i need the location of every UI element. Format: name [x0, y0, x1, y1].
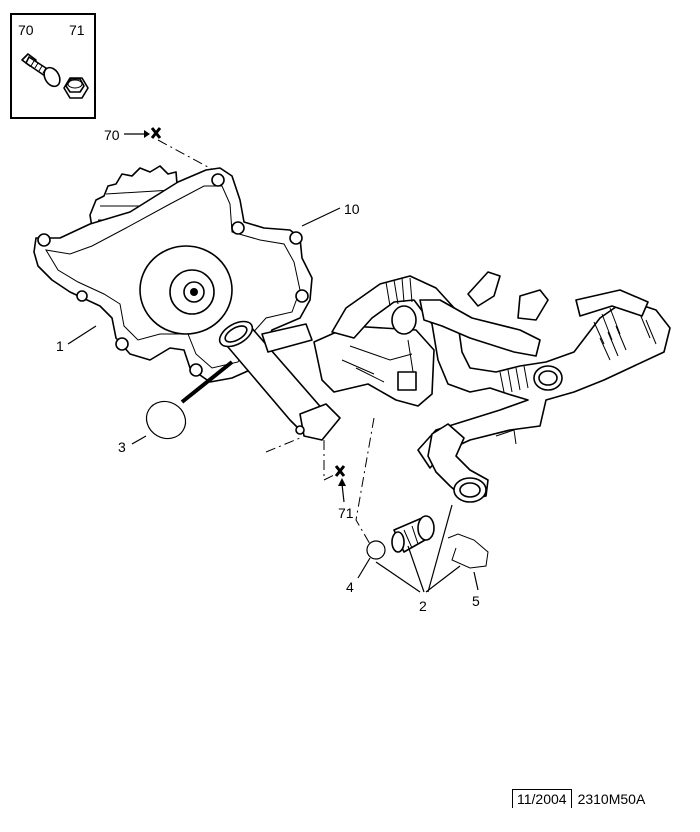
temperature-sensor	[391, 515, 435, 553]
cross-icon	[150, 127, 162, 139]
diagram-footer: 11/2004 2310M50A	[512, 789, 645, 809]
callout-3-label: 3	[118, 439, 126, 455]
callout-71-label: 71	[338, 505, 354, 521]
hose-assembly	[331, 271, 671, 503]
callout-1: 1	[56, 325, 97, 354]
callout-71: 71	[334, 465, 354, 521]
inset-label-71: 71	[69, 22, 85, 38]
cross-icon	[334, 465, 346, 477]
callout-2-label: 2	[419, 598, 427, 614]
callout-4: 4	[346, 557, 371, 595]
diagram-reference: 2310M50A	[577, 791, 646, 807]
callout-70: 70	[104, 127, 162, 143]
seal-ring-4	[366, 540, 386, 560]
callout-10: 10	[301, 201, 360, 227]
inset-label-70: 70	[18, 22, 34, 38]
callout-4-label: 4	[346, 579, 354, 595]
nut-icon	[63, 77, 89, 99]
callout-2: 2	[375, 504, 461, 614]
revision-date: 11/2004	[512, 789, 572, 808]
callout-10-label: 10	[344, 201, 360, 217]
callout-5: 5	[472, 571, 480, 609]
callout-5-label: 5	[472, 593, 480, 609]
callout-70-label: 70	[104, 127, 120, 143]
retaining-clip-5	[447, 533, 489, 569]
coolant-outlet-pipe	[218, 320, 435, 441]
callout-1-label: 1	[56, 338, 64, 354]
o-ring-3	[145, 360, 234, 440]
callout-3: 3	[118, 435, 147, 455]
fastener-inset-box: 70 71	[10, 13, 96, 119]
bolt-icon	[21, 53, 61, 88]
